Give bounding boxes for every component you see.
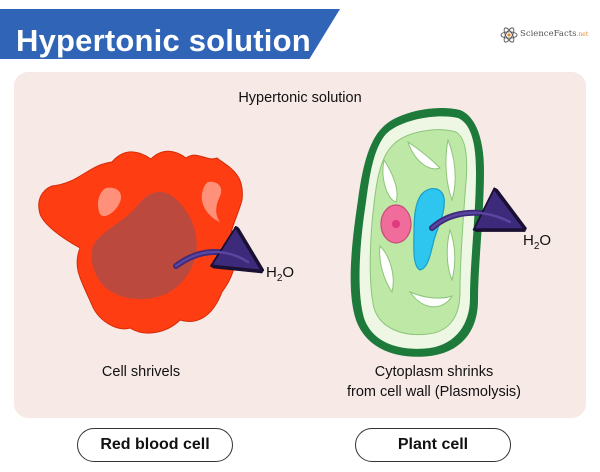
plant-vacuole [413, 188, 445, 271]
plant-caption-line1: Cytoplasm shrinks [374, 364, 494, 380]
nucleolus [392, 220, 400, 228]
water-label-left: H2O [266, 264, 295, 284]
plant-cell [350, 108, 484, 357]
atom-icon [500, 27, 518, 43]
solution-label: Hypertonic solution [238, 90, 362, 106]
page-title: Hypertonic solution [16, 23, 311, 58]
rbc-highlight-right [201, 181, 222, 222]
arrow-highlight [174, 250, 250, 268]
sciencefacts-logo: ScienceFacts.net [500, 22, 596, 52]
rbc-caption: Cell shrivels [101, 364, 181, 380]
cytoplasm-strands [379, 138, 456, 308]
plant-caption-line2: from cell wall (Plasmolysis) [346, 384, 522, 400]
plant-cell-label: Plant cell [355, 428, 511, 462]
water-label-right: H2O [523, 232, 552, 252]
title-banner: Hypertonic solution [0, 9, 340, 59]
logo-wordmark: ScienceFacts.net [520, 29, 589, 39]
red-blood-cell [38, 150, 243, 334]
rbc-cytoplasm-shadow [91, 191, 197, 300]
red-blood-cell-label: Red blood cell [77, 428, 233, 462]
arrow-highlight [430, 211, 512, 230]
rbc-highlight-left [98, 187, 122, 217]
